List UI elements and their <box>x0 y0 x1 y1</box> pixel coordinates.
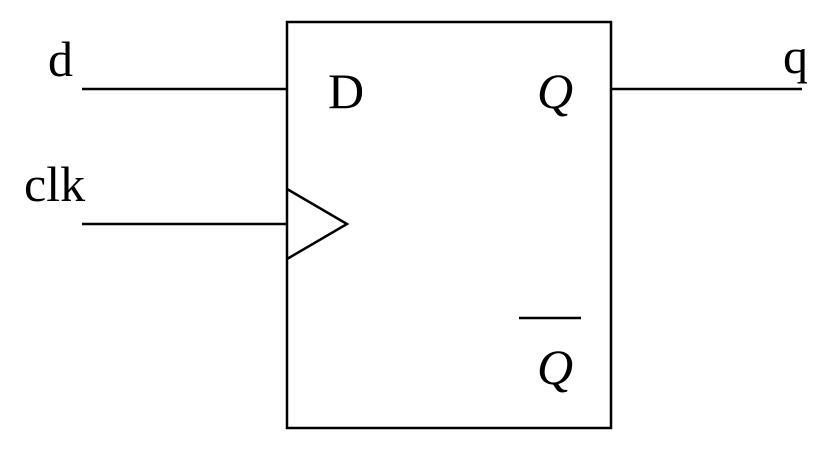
d-pin-label: D <box>328 63 364 119</box>
clock-edge-triangle <box>286 187 350 261</box>
q-pin-label: Q <box>537 63 573 119</box>
q-port-label: q <box>783 28 808 84</box>
q-bar-pin-label: Q <box>537 339 573 395</box>
d-port-label: d <box>48 31 73 87</box>
clk-port-label: clk <box>24 156 85 212</box>
